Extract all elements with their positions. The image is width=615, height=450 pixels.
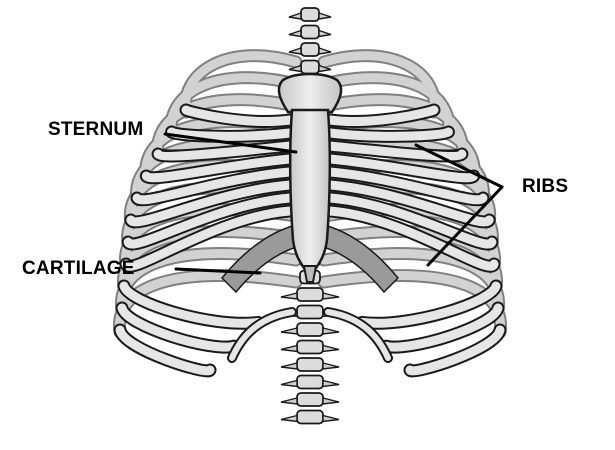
rib-anterior <box>381 303 503 352</box>
rib-anterior <box>357 281 501 328</box>
rib-anterior <box>325 206 499 271</box>
vertebra <box>288 24 332 40</box>
manubrium <box>277 72 343 114</box>
vertebra <box>288 7 332 22</box>
sternum-leader <box>163 132 298 154</box>
rib-anterior <box>123 193 295 249</box>
rib-anterior <box>325 105 439 126</box>
rib-anterior <box>141 154 295 183</box>
rib-anterior <box>121 206 295 271</box>
rib-anterior <box>325 127 453 141</box>
rib-anterior <box>325 180 494 227</box>
rib-anterior <box>325 193 497 249</box>
vertebra <box>288 59 332 75</box>
vertebra <box>280 339 340 355</box>
rib-anterior <box>115 325 215 376</box>
rib-anterior <box>405 325 505 376</box>
floating-rib <box>229 309 295 361</box>
vertebra <box>280 409 340 425</box>
rib-anterior <box>126 180 295 227</box>
rib-anterior <box>117 303 239 352</box>
vertebra <box>288 42 332 57</box>
vertebra <box>280 322 340 337</box>
costal-cartilage <box>220 224 400 294</box>
ribs-label: RIBS <box>522 176 569 197</box>
vertebra <box>280 392 340 407</box>
xiphoid-process <box>302 265 318 283</box>
ribs-leader-lower <box>426 185 504 267</box>
rib-anterior <box>167 127 295 141</box>
vertebra <box>280 374 340 390</box>
sternum-body <box>288 108 332 270</box>
ribs-leader-upper <box>414 143 504 189</box>
cartilage-left <box>220 224 301 294</box>
sternum <box>277 72 343 283</box>
leader-lines <box>163 132 504 275</box>
floating-rib <box>325 309 391 361</box>
vertebra <box>280 357 340 372</box>
cartilage-label: CARTILAGE <box>22 258 135 279</box>
rib-anterior <box>325 141 467 161</box>
cartilage-leader <box>174 267 262 275</box>
rib-anterior <box>181 105 295 126</box>
rib-anterior <box>325 154 479 183</box>
rib-anterior <box>325 167 488 205</box>
rib-anterior <box>119 281 263 328</box>
cartilage-right <box>319 224 400 294</box>
sternum-label: STERNUM <box>48 119 144 140</box>
anterior-ribs <box>113 103 507 378</box>
vertebra <box>280 287 340 302</box>
rib-anterior <box>132 167 295 205</box>
